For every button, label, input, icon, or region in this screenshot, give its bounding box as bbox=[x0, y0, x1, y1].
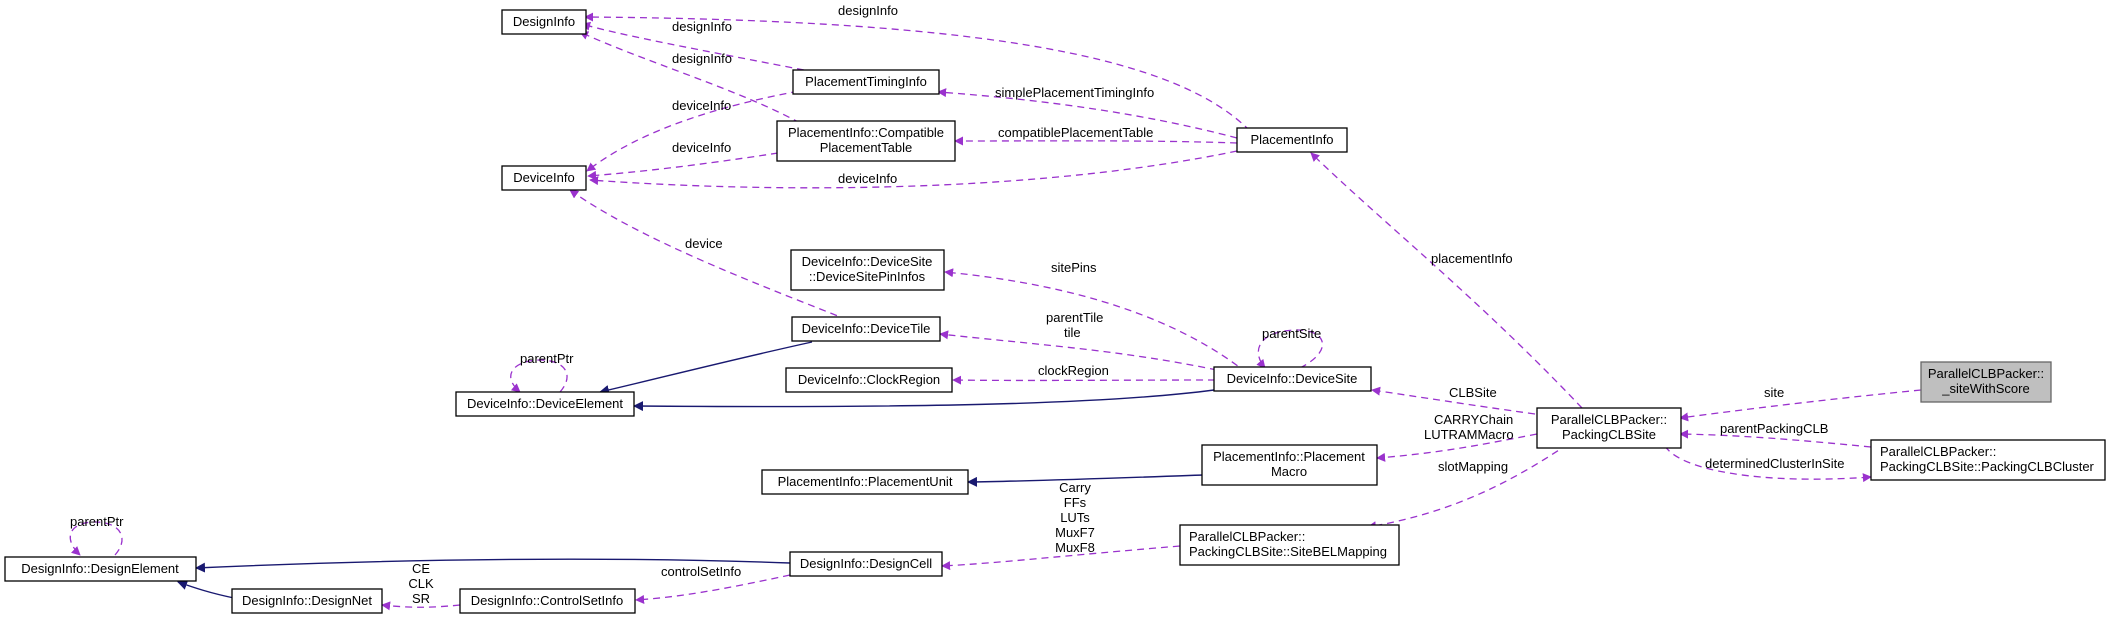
svg-text:ParallelCLBPacker::PackingCLBS: ParallelCLBPacker::PackingCLBSite bbox=[1551, 412, 1667, 442]
edge-label-score-site: site bbox=[1764, 385, 1784, 400]
svg-text:DesignInfo::DesignCell: DesignInfo::DesignCell bbox=[800, 556, 932, 571]
edge-label-clb-site: CLBSite bbox=[1449, 385, 1497, 400]
edge-label-site-pins: sitePins bbox=[1051, 260, 1097, 275]
svg-text:PlacementInfo::PlacementUnit: PlacementInfo::PlacementUnit bbox=[778, 474, 953, 489]
svg-text:DeviceInfo::DeviceSite: DeviceInfo::DeviceSite bbox=[1227, 371, 1358, 386]
node-controlsetinfo[interactable]: DesignInfo::ControlSetInfo bbox=[459, 588, 636, 614]
node-designinfo[interactable]: DesignInfo bbox=[501, 9, 587, 35]
edge-placementmacro-placementunit bbox=[967, 474, 1203, 487]
node-designnet[interactable]: DesignInfo::DesignNet bbox=[231, 588, 383, 614]
node-placementinfo[interactable]: PlacementInfo bbox=[1236, 127, 1348, 153]
edge-label-pi-deviceinfo: deviceInfo bbox=[838, 171, 897, 186]
edge-clbsite-devicesite bbox=[1371, 386, 1536, 415]
edge-compatibletable-designinfo bbox=[579, 31, 801, 124]
edge-label-pi-pti: simplePlacementTimingInfo bbox=[995, 85, 1154, 100]
edge-label-cpt-deviceinfo: deviceInfo bbox=[672, 140, 731, 155]
edge-placementinfo-designinfo bbox=[584, 12, 1251, 132]
edge-label-site-clock: clockRegion bbox=[1038, 363, 1109, 378]
edge-label-pi-cpt: compatiblePlacementTable bbox=[998, 125, 1153, 140]
svg-text:DeviceInfo::DeviceTile: DeviceInfo::DeviceTile bbox=[802, 321, 931, 336]
edge-label-elem-parent: parentPtr bbox=[520, 351, 574, 366]
edge-devicesite-deviceelement bbox=[633, 389, 1215, 412]
edge-devicesite-devicetile bbox=[939, 330, 1218, 371]
node-sitebelmapping[interactable]: ParallelCLBPacker::PackingCLBSite::SiteB… bbox=[1179, 524, 1400, 566]
edge-label-pi-designinfo: designInfo bbox=[838, 3, 898, 18]
svg-text:ParallelCLBPacker::PackingCLBS: ParallelCLBPacker::PackingCLBSite::SiteB… bbox=[1189, 529, 1387, 559]
edge-devicesite-parentsite bbox=[1256, 329, 1323, 369]
svg-text:DesignInfo::DesignElement: DesignInfo::DesignElement bbox=[21, 561, 179, 576]
node-devicesitepininfos[interactable]: DeviceInfo::DeviceSite::DeviceSitePinInf… bbox=[790, 249, 945, 291]
svg-text:ParallelCLBPacker::_siteWithSc: ParallelCLBPacker::_siteWithScore bbox=[1928, 366, 2044, 396]
svg-text:DeviceInfo::ClockRegion: DeviceInfo::ClockRegion bbox=[798, 372, 940, 387]
edge-label-site-parent: parentSite bbox=[1262, 326, 1321, 341]
node-designcell[interactable]: DesignInfo::DesignCell bbox=[789, 551, 943, 577]
node-designelement[interactable]: DesignInfo::DesignElement bbox=[4, 556, 197, 582]
edge-designcell-controlsetinfo bbox=[635, 574, 791, 604]
svg-text:DesignInfo::ControlSetInfo: DesignInfo::ControlSetInfo bbox=[471, 593, 623, 608]
node-deviceinfo[interactable]: DeviceInfo bbox=[501, 165, 587, 191]
svg-text:DesignInfo::DesignNet: DesignInfo::DesignNet bbox=[242, 593, 372, 608]
svg-text:PlacementInfo: PlacementInfo bbox=[1250, 132, 1333, 147]
edge-designnet-designelement bbox=[177, 580, 235, 599]
edge-devicetile-deviceelement bbox=[599, 341, 813, 395]
edge-label-pti-deviceinfo: deviceInfo bbox=[672, 98, 731, 113]
node-devicetile[interactable]: DeviceInfo::DeviceTile bbox=[791, 316, 941, 342]
edge-placementinfo-compatibletable bbox=[954, 136, 1238, 146]
svg-text:DeviceInfo: DeviceInfo bbox=[513, 170, 574, 185]
edge-sitebelmapping-designcell bbox=[941, 545, 1181, 571]
edge-compatibletable-deviceinfo bbox=[587, 152, 779, 180]
node-placementtiminginfo[interactable]: PlacementTimingInfo bbox=[792, 69, 940, 95]
edge-label-clb-cluster: determinedClusterInSite bbox=[1705, 456, 1844, 471]
edge-devicetile-deviceinfo bbox=[569, 189, 849, 321]
edge-deviceelement-parentptr bbox=[510, 359, 568, 393]
edge-designcell-designelement bbox=[195, 558, 791, 573]
node-packingclbsite[interactable]: ParallelCLBPacker::PackingCLBSite bbox=[1536, 407, 1682, 449]
edge-label-pti-designinfo: designInfo bbox=[672, 19, 732, 34]
edge-cluster-clbsite bbox=[1679, 429, 1872, 448]
svg-text:DesignInfo: DesignInfo bbox=[513, 14, 575, 29]
edge-clbsite-sitebelmapping bbox=[1367, 443, 1569, 531]
svg-text:ParallelCLBPacker::PackingCLBS: ParallelCLBPacker::PackingCLBSite::Packi… bbox=[1880, 444, 2095, 474]
edge-controlsetinfo-designnet bbox=[381, 601, 461, 611]
edge-label-cluster-parent: parentPackingCLB bbox=[1720, 421, 1828, 436]
edge-label-cell-ctrl: controlSetInfo bbox=[661, 564, 741, 579]
edge-label-cpt-designinfo: designInfo bbox=[672, 51, 732, 66]
node-clockregion[interactable]: DeviceInfo::ClockRegion bbox=[785, 367, 953, 393]
node-packingclbcluster[interactable]: ParallelCLBPacker::PackingCLBSite::Packi… bbox=[1870, 439, 2106, 481]
svg-text:DeviceInfo::DeviceElement: DeviceInfo::DeviceElement bbox=[467, 396, 623, 411]
edge-placementtiminginfo-designinfo bbox=[581, 21, 805, 71]
edges bbox=[69, 12, 1922, 611]
edge-labels: designInfo designInfo designInfo deviceI… bbox=[70, 3, 1844, 606]
edge-label-delem-parent: parentPtr bbox=[70, 514, 124, 529]
edge-clbsite-cluster bbox=[1664, 445, 1872, 483]
svg-text:DeviceInfo::DeviceSite::Device: DeviceInfo::DeviceSite::DeviceSitePinInf… bbox=[802, 254, 933, 284]
edge-clbsite-placementinfo bbox=[1310, 152, 1583, 409]
svg-text:PlacementTimingInfo: PlacementTimingInfo bbox=[805, 74, 927, 89]
node-sitewithscore[interactable]: ParallelCLBPacker::_siteWithScore bbox=[1920, 361, 2052, 403]
edge-devicesite-pininfos bbox=[944, 268, 1248, 374]
edge-placementinfo-deviceinfo bbox=[589, 150, 1238, 189]
node-deviceelement[interactable]: DeviceInfo::DeviceElement bbox=[455, 391, 635, 417]
edge-sitewithscore-clbsite bbox=[1679, 389, 1922, 422]
edge-label-clb-mapping: slotMapping bbox=[1438, 459, 1508, 474]
node-devicesite[interactable]: DeviceInfo::DeviceSite bbox=[1213, 366, 1372, 392]
nodes: DesignInfo DeviceInfo PlacementTimingInf… bbox=[4, 9, 2106, 614]
node-placementunit[interactable]: PlacementInfo::PlacementUnit bbox=[761, 469, 969, 495]
edge-label-tile-device: device bbox=[685, 236, 723, 251]
edge-designelement-parentptr bbox=[69, 521, 123, 556]
edge-label-clb-placement: placementInfo bbox=[1431, 251, 1513, 266]
